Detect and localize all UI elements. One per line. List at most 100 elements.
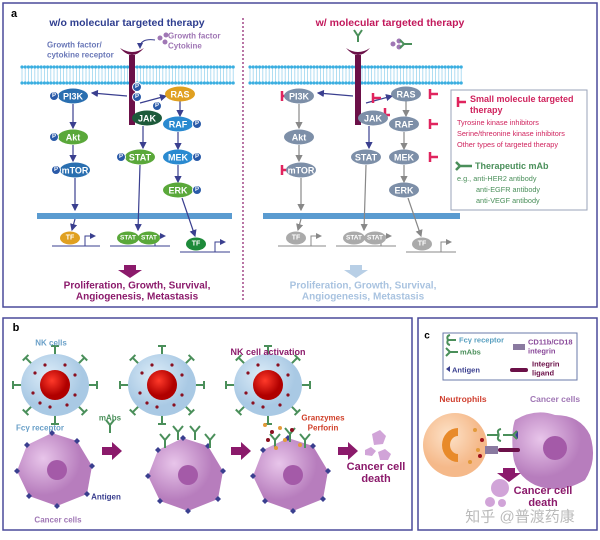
antigen-icon — [250, 473, 256, 479]
antigen-icon — [325, 468, 331, 474]
node-pi3k: PI3K — [58, 88, 88, 104]
phospho-icon: P — [116, 152, 126, 162]
node-raf-inhibited: RAF — [389, 116, 419, 132]
dead-cell-fragments-c — [485, 479, 509, 507]
legend-item: e.g., anti-HER2 antibody — [457, 174, 537, 183]
cancer-death-label-1: Cancer cell — [346, 461, 406, 473]
signal-arrow — [181, 197, 197, 238]
inhibitor-legend-icon — [456, 97, 466, 107]
phospho-icon: P — [51, 165, 61, 175]
ligand-label-1: Growth factor — [168, 31, 221, 41]
antigen-icon — [155, 447, 161, 453]
phospho-icon: P — [192, 152, 202, 162]
inhibitor-icon — [371, 93, 381, 103]
nk-cell — [119, 345, 205, 425]
death-arrow-c — [497, 468, 521, 482]
step-arrow-1 — [102, 442, 122, 460]
integrin-ligand-c — [498, 448, 520, 452]
antigen-label: Antigen — [91, 492, 121, 502]
receptor-label-1: Growth factor/ — [47, 40, 102, 50]
cancer-cells-label-c: Cancer cells — [529, 394, 581, 404]
panel-a-label: a — [10, 8, 18, 20]
phospho-icon: P — [132, 82, 142, 92]
outcome-arrow-left — [118, 265, 142, 278]
node-mtor-inhibited: mTOR — [286, 162, 316, 178]
antigen-icon — [84, 491, 90, 497]
fc-receptor-icon — [24, 405, 33, 414]
ligand-arrow — [137, 39, 156, 49]
antigen-icon — [215, 496, 221, 502]
transcription-start-arrow — [84, 233, 96, 246]
legend-mab-title: Therapeutic mAb — [475, 161, 549, 171]
transcription-start-arrow — [440, 239, 452, 252]
legend-mabs: mAbs — [460, 347, 481, 357]
granzymes-label: Granzymes — [301, 413, 345, 423]
legend-antigen: Antigen — [452, 365, 480, 375]
granzyme-granule — [266, 438, 270, 442]
antigen-icon — [180, 435, 186, 441]
stat-dimer: STAT — [138, 231, 160, 245]
signal-arrow-inhibited — [316, 89, 354, 98]
node-erk-inhibited: ERK — [389, 182, 419, 198]
antigen-icon — [49, 430, 55, 436]
phospho-icon: P — [192, 185, 202, 195]
granzyme-granule — [283, 438, 287, 442]
node-ras: RAS — [165, 86, 195, 102]
stat-dimer: STAT — [364, 231, 386, 245]
outcome-left-1: Proliferation, Growth, Survival, — [63, 280, 211, 292]
legend-mab-items: e.g., anti-HER2 antibody anti-EGFR antib… — [457, 173, 540, 206]
legend-item: Other types of targeted therapy — [457, 140, 558, 149]
phospho-icon: P — [132, 92, 142, 102]
left-title: w/o molecular targeted therapy — [49, 17, 205, 29]
fc-receptor-icon — [77, 356, 86, 365]
fc-receptor-label: Fcγ receptor — [15, 423, 65, 433]
watermark: 知乎 @普渡药康 — [465, 508, 575, 526]
mabs-label: mAbs — [98, 413, 122, 423]
nk-activation-label: NK cell activation — [230, 347, 306, 357]
legend-small-molecule-title: Small molecule targeted therapy — [470, 94, 574, 115]
fc-receptor-icon — [184, 405, 193, 414]
antigen-icon — [185, 508, 191, 514]
antigen-icon — [290, 508, 296, 514]
node-akt-inhibited: Akt — [284, 129, 314, 145]
bound-mab-icon — [172, 425, 184, 440]
right-title: w/ molecular targeted therapy — [315, 17, 465, 29]
antigen-icon — [220, 468, 226, 474]
node-jak: JAK — [132, 110, 162, 126]
transcription-start-arrow — [214, 239, 226, 252]
outcome-arrow-right — [344, 265, 368, 278]
antigen-icon — [310, 443, 316, 449]
node-akt: Akt — [58, 129, 88, 145]
antigen-icon — [157, 498, 163, 504]
inhibitor-icon — [428, 119, 438, 129]
transcription-start-arrow — [310, 233, 322, 246]
node-jak-inhibited: JAK — [358, 110, 388, 126]
nk-cells-label: NK cells — [35, 338, 67, 348]
antigen-icon — [26, 493, 32, 499]
signal-arrow-inhibited — [407, 197, 423, 238]
phospho-icon: P — [152, 101, 162, 111]
legend-item: anti-EGFR antibody — [476, 185, 541, 194]
cancer-death-label-c-1: Cancer cell — [513, 485, 573, 497]
antigen-icon — [89, 463, 95, 469]
legend-fc-receptor: Fcγ receptor — [459, 335, 505, 345]
granzyme-granule — [274, 446, 278, 450]
phospho-icon: P — [49, 91, 59, 101]
node-mtor: mTOR — [60, 162, 90, 178]
granzyme-granule — [270, 430, 274, 434]
panel-c-label: c — [424, 330, 430, 342]
cancer-death-label-2: death — [361, 473, 391, 485]
panel-c-frame — [417, 317, 598, 531]
signal-arrow — [134, 164, 142, 232]
bound-mab-icon — [159, 433, 171, 448]
transcription-factor: TF — [412, 237, 432, 251]
integrin-c — [485, 446, 498, 454]
legend-integrin-2: integrin — [528, 346, 556, 356]
panel-c-legend-box — [442, 332, 578, 381]
antibody-on-receptor — [353, 29, 363, 42]
fc-receptor-legend-icon — [446, 334, 456, 346]
outcome-left-2: Angiogenesis, Metastasis — [75, 291, 199, 303]
antigen-icon — [14, 468, 20, 474]
dead-cell-fragments — [365, 430, 391, 460]
mab-free-icon — [105, 419, 115, 433]
